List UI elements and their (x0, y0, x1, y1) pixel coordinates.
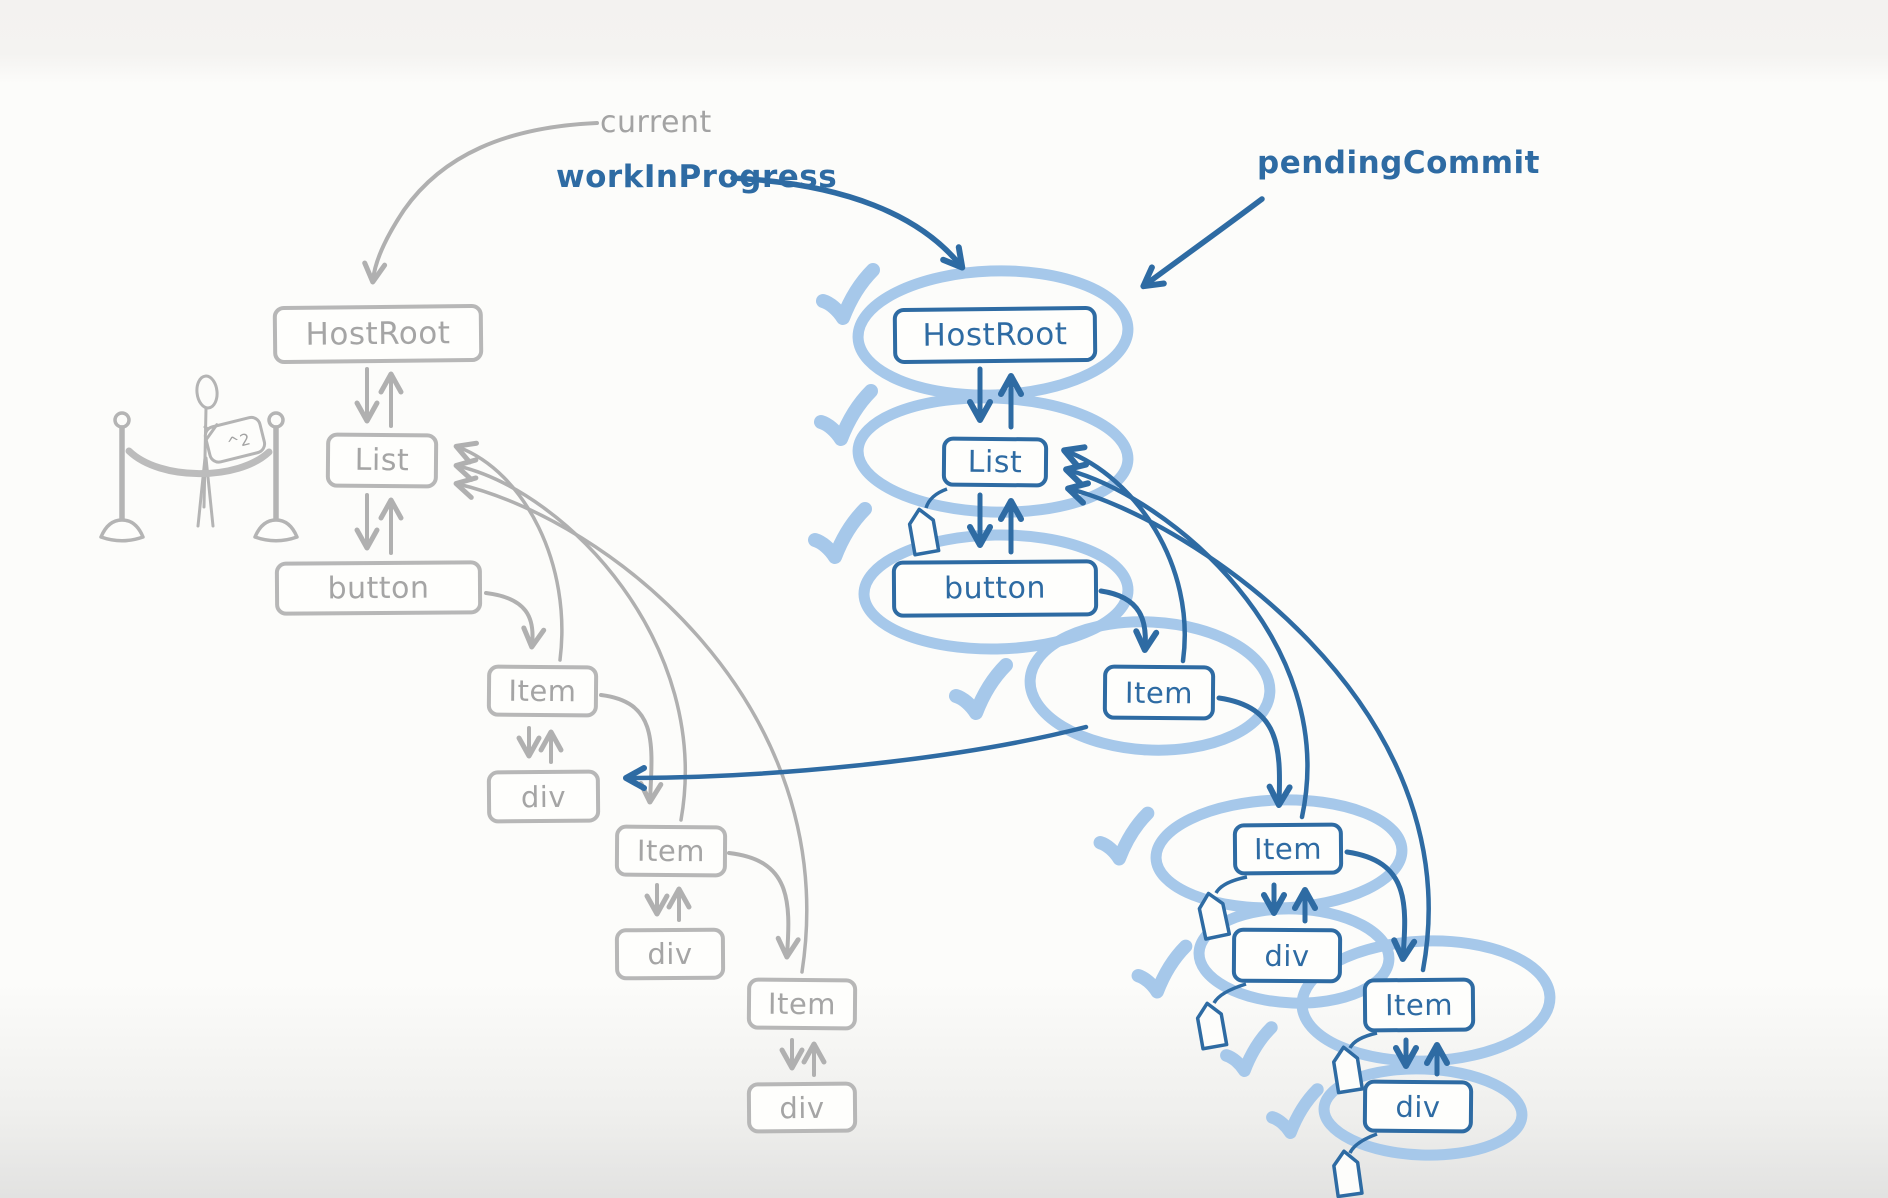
checkmark-icon (814, 384, 878, 446)
pending-commit-label: pendingCommit (1257, 145, 1540, 181)
arrow (453, 475, 809, 974)
work-in-progress-label: workInProgress (556, 159, 838, 195)
checkmark-icon (1093, 806, 1155, 866)
checkmark-icon (816, 263, 880, 325)
right-node-item-2: Item (1232, 822, 1344, 876)
pending-commit-pointer-arrow (1140, 196, 1265, 290)
tag-icon (907, 487, 948, 557)
left-node-hostroot: HostRoot (272, 303, 484, 365)
left-node-item-1: Item (486, 664, 599, 718)
arrow (727, 851, 801, 960)
right-node-hostroot: HostRoot (892, 305, 1098, 365)
arrow (453, 457, 688, 822)
tag-icon (1331, 1031, 1378, 1095)
highlight-ellipse (1318, 1063, 1528, 1161)
work-in-progress-pointer-arrow (730, 175, 966, 271)
arrow (1216, 695, 1293, 808)
person-leg (196, 456, 207, 528)
stanchion-right (253, 411, 299, 543)
left-node-div-1: div (486, 769, 601, 824)
left-node-div-3: div (746, 1081, 858, 1134)
arrow (1065, 480, 1431, 973)
right-node-list: List (941, 436, 1049, 488)
stanchion-left (99, 411, 145, 543)
checkmark-icon (949, 658, 1013, 720)
tag-icon (1197, 875, 1248, 941)
highlight-ellipse (858, 529, 1134, 655)
checkmark-icon (1131, 939, 1193, 999)
current-pointer-arrow (362, 121, 599, 285)
left-node-list: List (325, 432, 439, 489)
checkmarks (808, 263, 1324, 1140)
right-node-item-3: Item (1362, 977, 1476, 1033)
right-node-item-1: Item (1102, 664, 1216, 721)
rope (125, 447, 273, 478)
checkmark-icon (1220, 1021, 1278, 1078)
right-tree-arrows (623, 175, 1450, 1077)
left-node-div-2: div (614, 927, 726, 981)
tag-icon (1195, 982, 1247, 1051)
arrow (1063, 461, 1310, 820)
tag-icon (1332, 1132, 1378, 1198)
checkmark-icon (808, 502, 872, 564)
arrow (1344, 849, 1418, 962)
arrow (484, 591, 547, 650)
left-tree-arrows (354, 121, 827, 1077)
highlight-ellipse (852, 392, 1134, 518)
highlight-ellipse (1024, 616, 1276, 756)
person-leg (204, 456, 215, 528)
arrow (453, 440, 564, 662)
right-node-div-3: div (1362, 1079, 1474, 1134)
arrow (1098, 588, 1160, 653)
rope-figure: ^2 (99, 374, 299, 543)
right-node-div-2: div (1231, 927, 1343, 984)
checkmark-icon (1266, 1083, 1324, 1140)
person-head (195, 374, 219, 410)
arrow (1061, 444, 1187, 664)
arrow (599, 693, 664, 805)
person-badge: ^2 (203, 415, 267, 464)
left-node-item-2: Item (614, 824, 728, 878)
right-node-button: button (891, 559, 1099, 618)
effect-tags (907, 487, 1378, 1198)
left-node-button: button (274, 560, 483, 616)
left-node-item-3: Item (746, 977, 858, 1031)
current-label: current (600, 105, 712, 140)
alternate-pointer-arrow (623, 724, 1089, 791)
